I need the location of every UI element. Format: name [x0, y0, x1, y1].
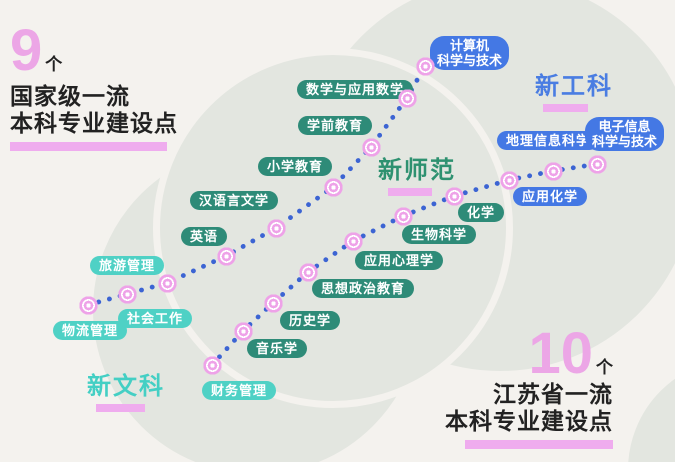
program-pill: 学前教育 [298, 116, 373, 135]
milestone-node-icon [397, 88, 417, 108]
program-pill: 应用化学 [513, 187, 588, 206]
program-pill: 生物科学 [402, 225, 477, 244]
program-pill: 音乐学 [247, 339, 308, 358]
milestone-node-icon [361, 137, 381, 157]
milestone-node-icon [263, 293, 283, 313]
program-pill: 历史学 [280, 311, 341, 330]
category-text: 新文科 [87, 373, 165, 400]
milestone-node-icon [78, 295, 98, 315]
national-count: 9 [10, 18, 43, 83]
national-header: 9 个 国家级一流 本科专业建设点 [10, 18, 178, 152]
milestone-node-icon [587, 154, 607, 174]
milestone-node-icon [444, 186, 464, 206]
program-pill: 物流管理 [53, 321, 128, 340]
national-title-line2: 本科专业建设点 [10, 110, 178, 137]
program-pill: 地理信息科学 [497, 131, 600, 150]
milestone-node-icon [499, 170, 519, 190]
program-pill: 思想政治教育 [312, 279, 415, 298]
milestone-node-icon [216, 246, 236, 266]
provincial-title-line1: 江苏省一流 [493, 381, 613, 408]
milestone-node-icon [202, 355, 222, 375]
provincial-title-line2: 本科专业建设点 [445, 408, 613, 435]
category-text: 新工科 [535, 73, 613, 100]
program-pill: 计算机 科学与技术 [430, 36, 510, 70]
milestone-node-icon [415, 56, 435, 76]
provincial-count-unit: 个 [596, 358, 613, 378]
dotted-line-national-first-class [85, 63, 428, 308]
milestone-node-icon [298, 262, 318, 282]
milestone-node-icon [323, 177, 343, 197]
milestone-node-icon [117, 284, 137, 304]
provincial-underline-bar [465, 440, 613, 450]
program-pill: 旅游管理 [90, 256, 165, 275]
program-pill: 财务管理 [202, 381, 277, 400]
provincial-count: 10 [528, 321, 593, 386]
category-label-new-engineering: 新工科 [535, 66, 613, 112]
program-pill: 应用心理学 [355, 251, 444, 270]
program-pill: 电子信息 科学与技术 [585, 117, 665, 151]
program-pill: 汉语言文学 [190, 191, 279, 210]
category-text: 新师范 [378, 157, 456, 184]
milestone-node-icon [266, 218, 286, 238]
milestone-node-icon [343, 231, 363, 251]
program-pill: 化学 [458, 203, 505, 222]
milestone-node-icon [233, 321, 253, 341]
milestone-node-icon [543, 161, 563, 181]
national-underline-bar [10, 142, 167, 152]
category-underline [96, 404, 145, 412]
category-underline [543, 104, 588, 112]
provincial-header: 10 个 江苏省一流 本科专业建设点 [445, 321, 613, 450]
program-pill: 英语 [181, 227, 228, 246]
program-pill: 社会工作 [118, 309, 193, 328]
category-label-new-normal-education: 新师范 [378, 150, 456, 196]
dotted-line-provincial-first-class [209, 161, 600, 368]
category-underline [388, 188, 432, 196]
milestone-node-icon [393, 206, 413, 226]
milestone-node-icon [157, 273, 177, 293]
national-count-unit: 个 [45, 55, 63, 75]
program-pill: 数学与应用数学 [297, 80, 414, 99]
program-pill: 小学教育 [258, 157, 333, 176]
category-label-new-liberal-arts: 新文科 [87, 366, 165, 412]
national-title-line1: 国家级一流 [10, 83, 130, 110]
